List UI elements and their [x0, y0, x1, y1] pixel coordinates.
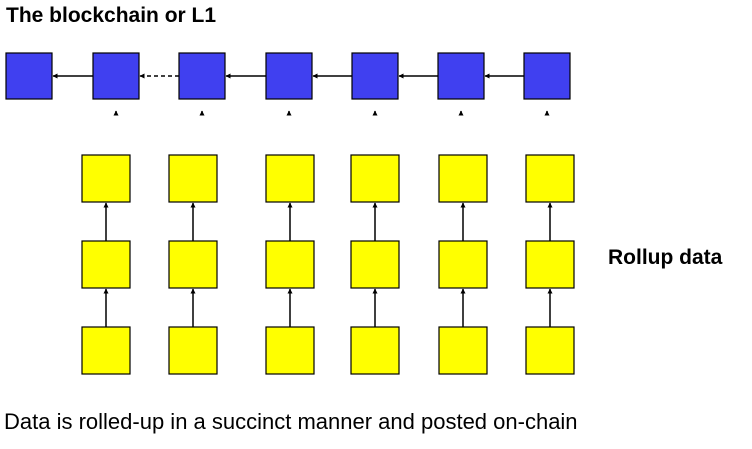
rollup-block-c4-r2	[350, 240, 400, 289]
rollup-data-label: Rollup data	[608, 246, 723, 269]
rollup-block-c1-r2	[81, 240, 131, 289]
rollup-links	[103, 110, 553, 327]
rollup-block-c5-r1	[438, 154, 488, 203]
diagram-caption: Data is rolled-up in a succinct manner a…	[4, 409, 578, 434]
rollup-block-c3-r3	[265, 326, 315, 375]
l1-block-6	[437, 52, 485, 100]
diagram-title: The blockchain or L1	[6, 4, 217, 27]
rollup-block-c3-r2	[265, 240, 315, 289]
rollup-data-area	[81, 154, 575, 375]
l1-block-4	[265, 52, 313, 100]
rollup-block-c3-r1	[265, 154, 315, 203]
l1-block-2	[92, 52, 140, 100]
rollup-block-c6-r2	[525, 240, 575, 289]
l1-block-3	[178, 52, 226, 100]
rollup-block-c6-r3	[525, 326, 575, 375]
rollup-block-c2-r1	[168, 154, 218, 203]
l1-block-1	[5, 52, 53, 100]
rollup-block-c1-r1	[81, 154, 131, 203]
rollup-block-c2-r3	[168, 326, 218, 375]
rollup-block-c2-r2	[168, 240, 218, 289]
l1-block-5	[351, 52, 399, 100]
l1-block-7	[523, 52, 571, 100]
rollup-block-c4-r1	[350, 154, 400, 203]
rollup-block-c5-r3	[438, 326, 488, 375]
rollup-block-c6-r1	[525, 154, 575, 203]
l1-chain	[5, 52, 571, 100]
rollup-block-c1-r3	[81, 326, 131, 375]
rollup-block-c5-r2	[438, 240, 488, 289]
rollup-block-c4-r3	[350, 326, 400, 375]
